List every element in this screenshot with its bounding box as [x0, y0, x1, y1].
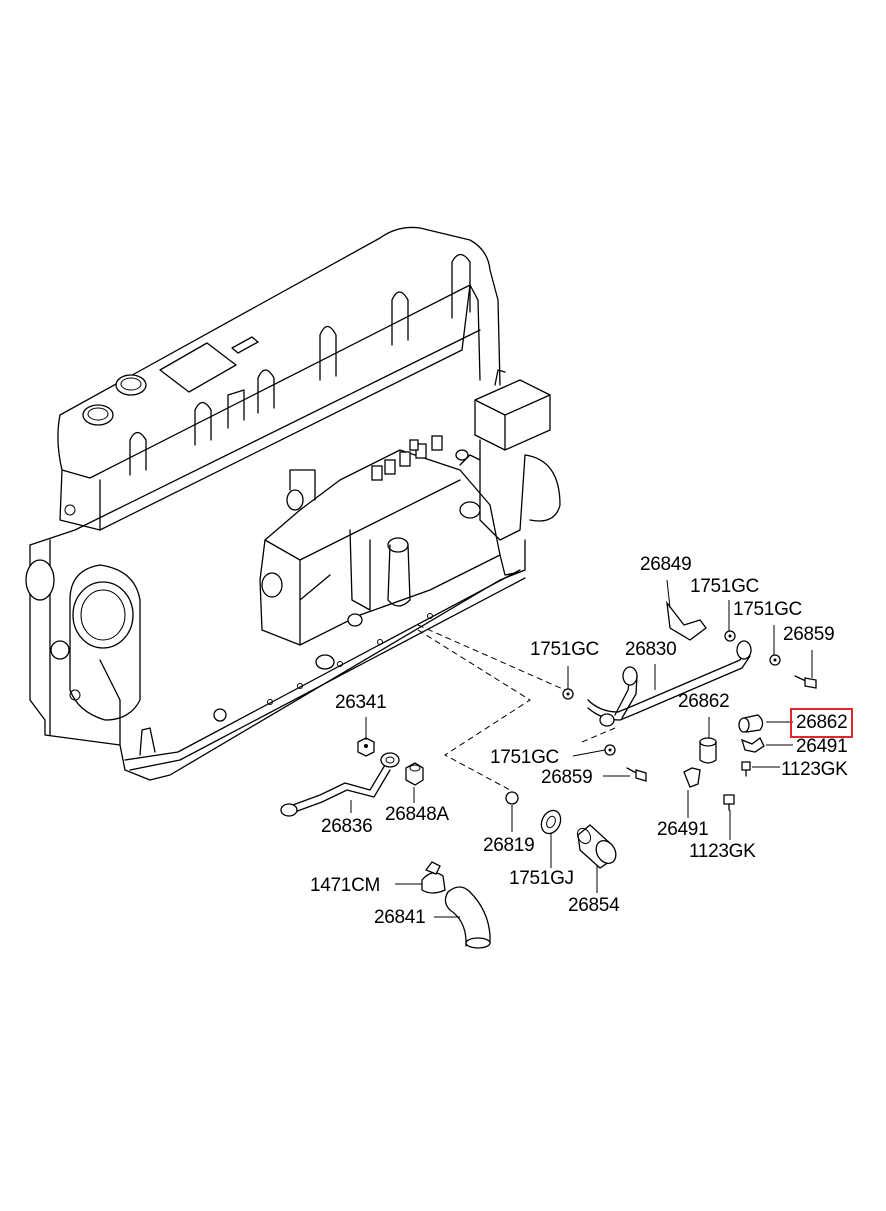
label-1123GK-b: 1123GK: [689, 841, 756, 862]
gasket-1751GJ: [540, 809, 562, 835]
plug-26819: [505, 791, 519, 805]
bolts-1123GK: [723, 761, 751, 811]
label-26819: 26819: [483, 835, 535, 856]
label-26836: 26836: [321, 816, 373, 837]
label-26341: 26341: [335, 692, 387, 713]
label-26830: 26830: [625, 639, 677, 660]
label-1751GJ: 1751GJ: [509, 868, 574, 889]
label-1471CM: 1471CM: [310, 875, 381, 896]
bracket-26849: [666, 600, 707, 641]
hose-clamp-1471CM: [421, 861, 446, 894]
label-1751GC-c: 1751GC: [530, 639, 599, 660]
bolts-26859: [626, 675, 817, 782]
label-26491-a: 26491: [796, 736, 848, 757]
connector-26854: [576, 824, 617, 869]
label-26849: 26849: [640, 554, 692, 575]
label-26841: 26841: [374, 907, 426, 928]
label-1751GC-b: 1751GC: [733, 599, 802, 620]
dashed-reference-lines: [417, 624, 616, 791]
fuel-pipe-26830: [587, 640, 752, 727]
pipe-26836: [280, 752, 400, 817]
clamps-26491: [683, 737, 765, 788]
label-26491-b: 26491: [657, 819, 709, 840]
leader-lines: [350, 579, 813, 918]
sleeve-26862: [699, 714, 764, 764]
nut-26848A: [405, 762, 424, 786]
label-26859-b: 26859: [541, 767, 593, 788]
hose-26841: [444, 886, 491, 949]
label-26854: 26854: [568, 895, 620, 916]
label-26848A: 26848A: [385, 804, 449, 825]
label-1751GC-d: 1751GC: [490, 747, 559, 768]
fitting-26341: [357, 737, 375, 757]
label-26859-a: 26859: [783, 624, 835, 645]
label-1751GC-a: 1751GC: [690, 576, 759, 597]
engine-block: [25, 226, 561, 781]
label-1123GK-a: 1123GK: [781, 759, 848, 780]
label-26862-a: 26862: [678, 691, 730, 712]
label-26862-highlighted: 26862: [789, 708, 854, 738]
